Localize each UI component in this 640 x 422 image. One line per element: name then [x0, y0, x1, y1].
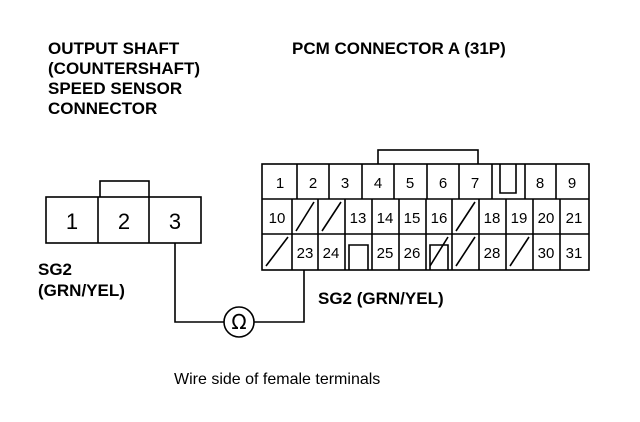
empty-cavity-slash: [455, 236, 476, 267]
pcm-pin-label: 14: [377, 210, 394, 227]
pcm-pin-label: 25: [377, 245, 394, 262]
pcm-pin-label: 30: [538, 245, 555, 262]
pcm-pin-label: 26: [404, 245, 421, 262]
pcm-pin-label: 28: [484, 245, 501, 262]
pcm-pin-label: 21: [566, 210, 583, 227]
pcm-pin-label: 1: [276, 175, 284, 192]
meter-circuit: Ω: [174, 243, 305, 338]
wire-to-pcm-pin-23: [254, 270, 305, 323]
sensor-title-line-2: (COUNTERSHAFT): [48, 59, 200, 78]
sensor-pin-2: 2: [118, 209, 130, 234]
pcm-pin-label: 19: [511, 210, 528, 227]
empty-cavity-slash: [321, 201, 342, 232]
ohmmeter-symbol: Ω: [231, 310, 246, 334]
sensor-connector-latch: [99, 180, 150, 199]
pcm-pin-label: 24: [323, 245, 340, 262]
empty-cavity-slash: [455, 201, 476, 232]
empty-cavity-slash: [295, 201, 315, 232]
empty-cavity-slash: [265, 236, 289, 267]
ohmmeter-icon: [223, 306, 255, 338]
pcm-connector-latch: [377, 149, 479, 166]
pcm-pin-label: 20: [538, 210, 555, 227]
caption: Wire side of female terminals: [174, 371, 380, 388]
empty-cavity-slash: [509, 236, 530, 267]
pcm-pin-label: 7: [471, 175, 479, 192]
sensor-connector: 1 2 3: [45, 180, 202, 244]
pcm-wire-label: SG2 (GRN/YEL): [318, 289, 444, 308]
sensor-pin-3: 3: [169, 209, 181, 234]
pcm-pin-label: 10: [269, 210, 286, 227]
keyway-notch: [429, 244, 449, 270]
pcm-pin-label: 3: [341, 175, 349, 192]
pcm-pin-label: 9: [568, 175, 576, 192]
empty-cavity-slash: [429, 236, 449, 267]
pcm-pin-label: 2: [309, 175, 317, 192]
sensor-wire-label-line-2: (GRN/YEL): [38, 281, 125, 300]
sensor-title-line-1: OUTPUT SHAFT: [48, 39, 180, 58]
pcm-pin-label: 5: [406, 175, 414, 192]
pcm-pin-label: 31: [566, 245, 583, 262]
sensor-title-line-4: CONNECTOR: [48, 99, 157, 118]
sensor-wire-label-line-1: SG2: [38, 260, 72, 279]
pcm-pin-label: 15: [404, 210, 421, 227]
pcm-pin-label: 23: [297, 245, 314, 262]
pcm-pin-label: 13: [350, 210, 367, 227]
sensor-title-line-3: SPEED SENSOR: [48, 79, 182, 98]
pcm-pin-label: 6: [439, 175, 447, 192]
key-slot: [499, 164, 517, 194]
pcm-pin-label: 4: [374, 175, 382, 192]
pcm-pin-label: 16: [431, 210, 448, 227]
pcm-pin-label: 18: [484, 210, 501, 227]
pcm-pin-label: 8: [536, 175, 544, 192]
sensor-connector-body: [45, 196, 202, 244]
pcm-connector-title: PCM CONNECTOR A (31P): [292, 39, 506, 58]
keyway-notch: [348, 244, 369, 270]
wire-from-sensor-pin-3: [174, 243, 224, 323]
sensor-pin-1: 1: [66, 209, 78, 234]
